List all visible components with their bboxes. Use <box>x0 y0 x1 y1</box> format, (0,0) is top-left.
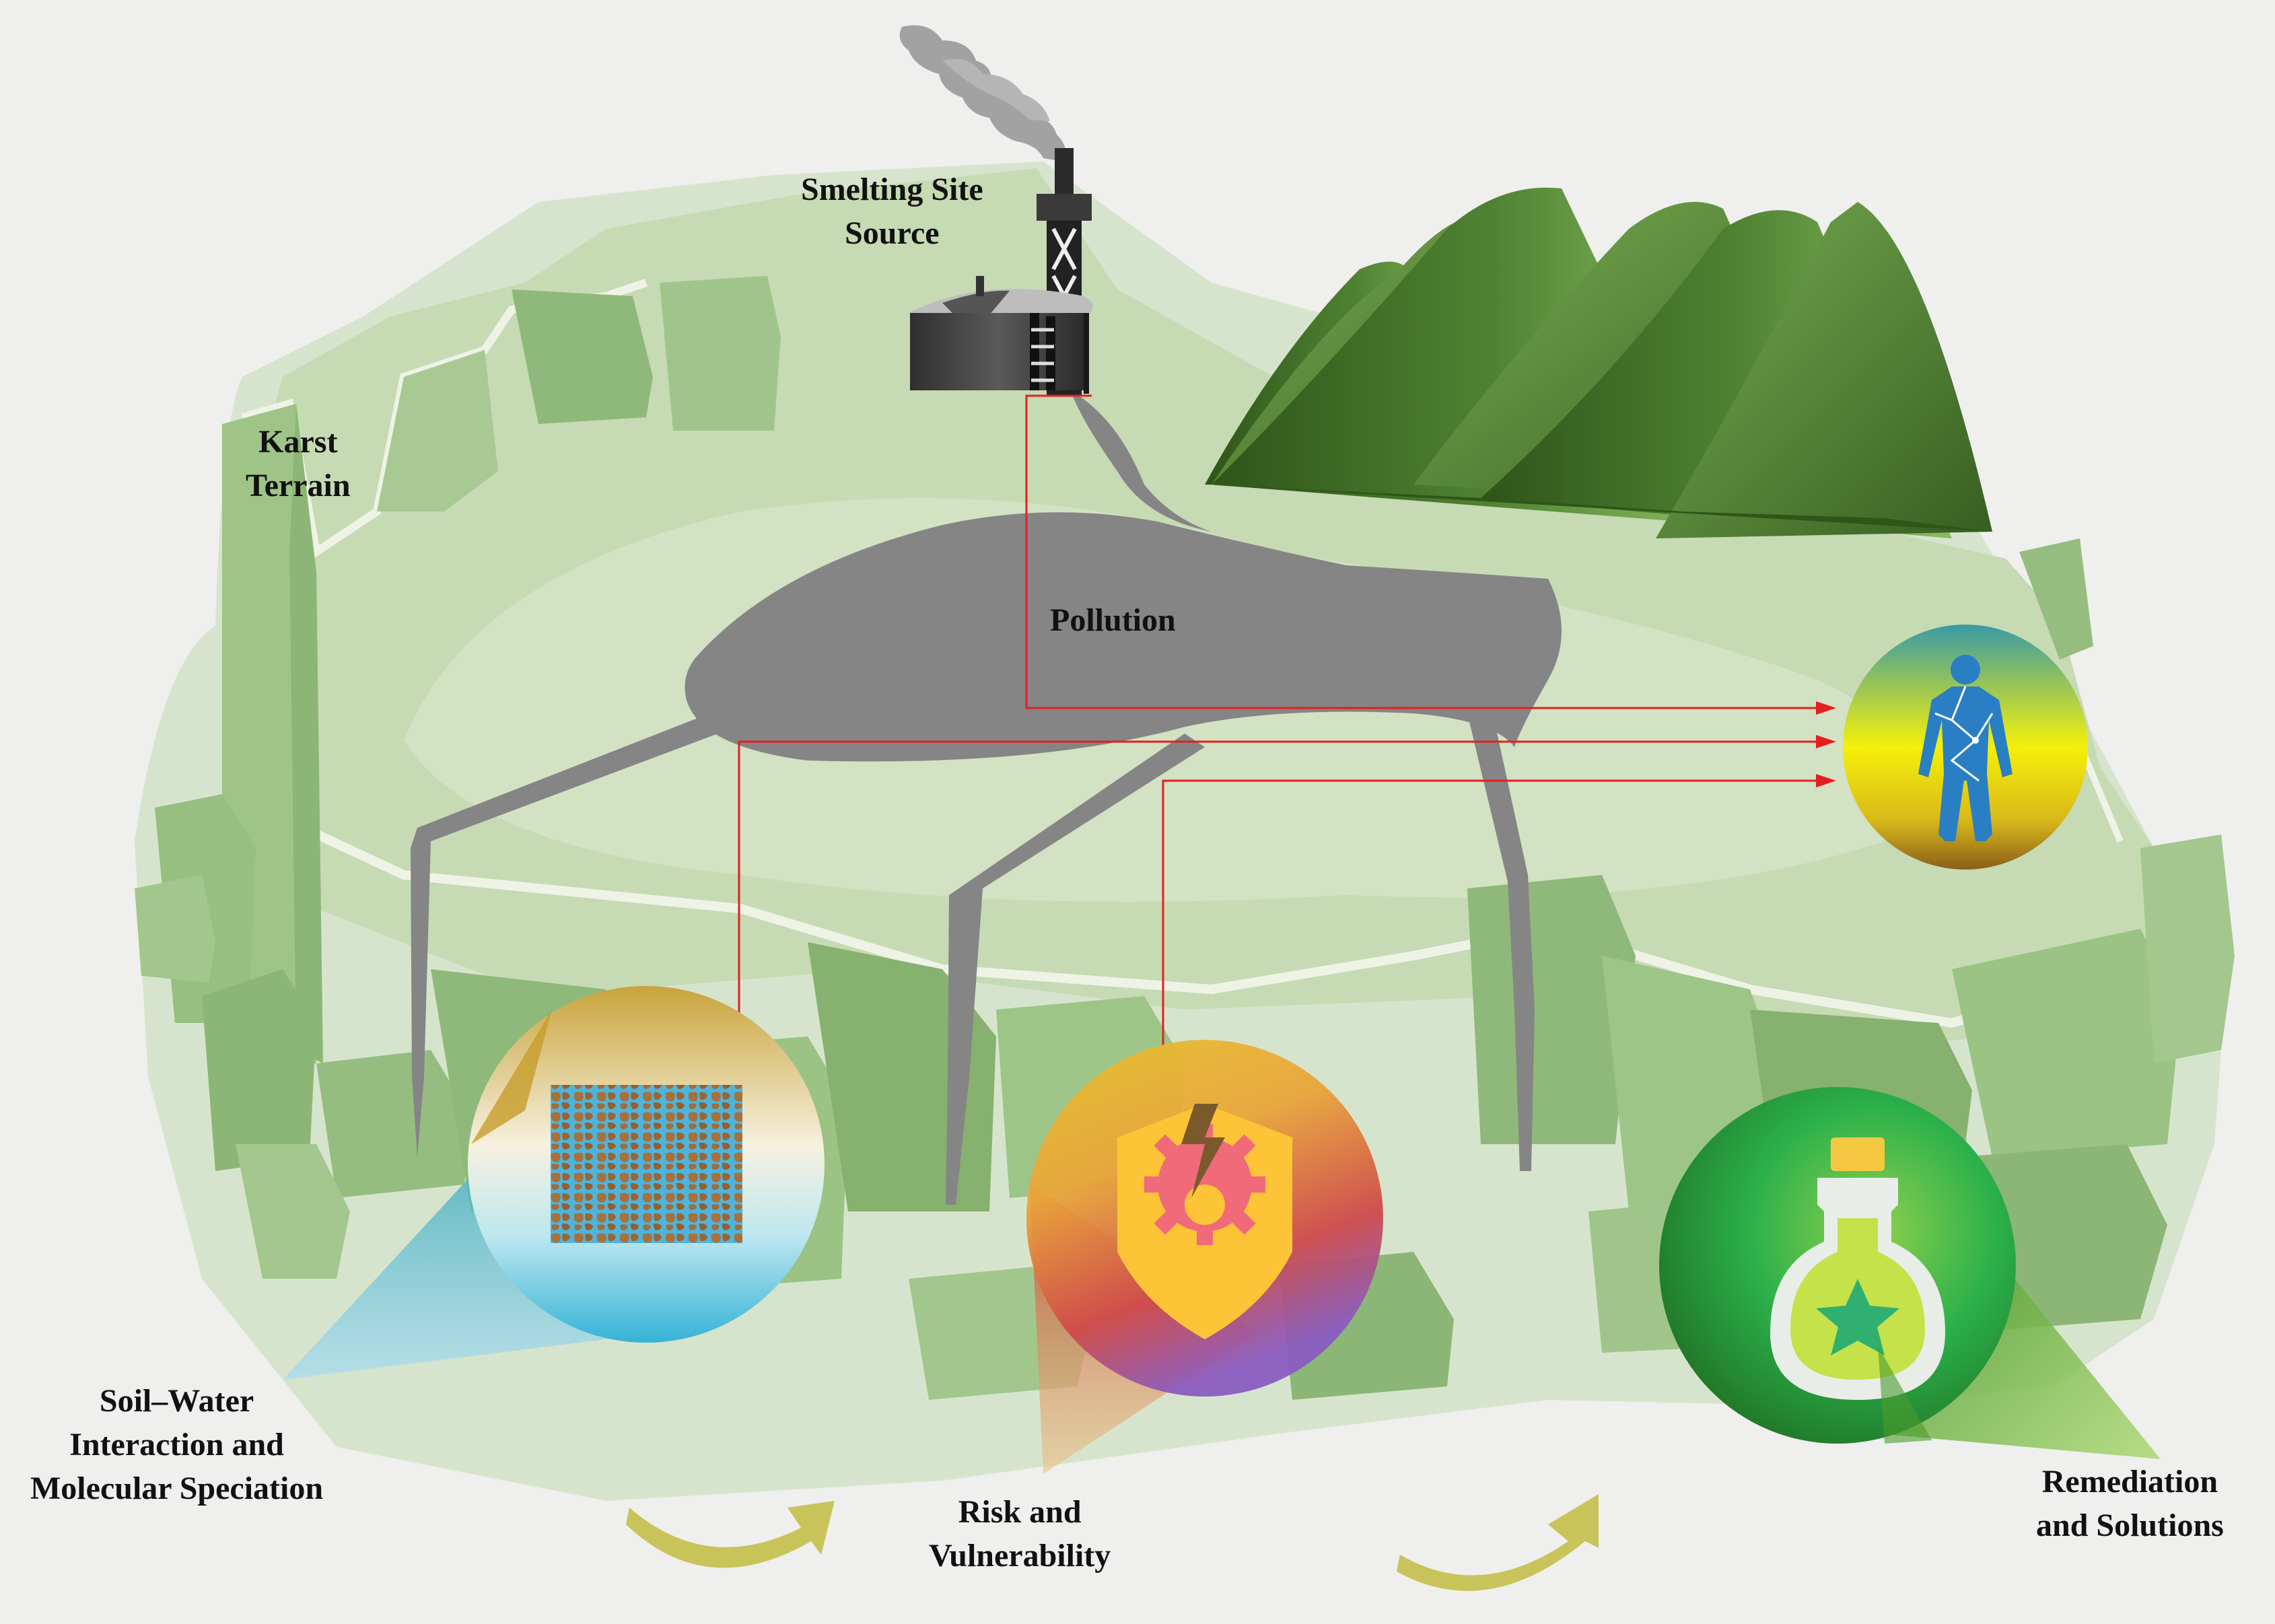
cliffs-left <box>135 276 781 1279</box>
terrain-edge-bottom <box>301 823 2156 1028</box>
pollution-branch-right <box>1467 713 1535 1171</box>
curved-arrow-1 <box>626 1501 835 1568</box>
potion-flask-icon <box>1770 1137 1945 1400</box>
pollution <box>411 390 1562 1205</box>
arrow-soil-to-human <box>738 740 1817 1016</box>
risk-shield-gear-icon <box>1117 1104 1292 1339</box>
label-soil-water: Soil–Water Interaction and Molecular Spe… <box>30 1383 324 1506</box>
label-karst-terrain: Karst Terrain <box>246 424 351 503</box>
pollution-plume <box>1070 390 1212 532</box>
arrow-risk-to-human <box>1162 779 1817 1050</box>
soil-module <box>283 986 825 1380</box>
curved-arrow-2 <box>1397 1494 1599 1591</box>
label-risk: Risk and Vulnerability <box>929 1494 1111 1574</box>
mountains <box>1205 187 1992 538</box>
smelter-factory-icon <box>899 25 1093 396</box>
remedy-module <box>1659 1087 2161 1459</box>
red-arrows <box>738 394 1817 1050</box>
pollution-branch-middle <box>946 734 1205 1205</box>
human-body-icon <box>1843 625 2088 870</box>
curved-arrow-icon <box>626 1494 1599 1591</box>
label-remediation: Remediation and Solutions <box>2036 1464 2224 1543</box>
risk-module <box>1026 1040 1383 1474</box>
label-smelting-site: Smelting Site Source <box>801 172 983 251</box>
pollution-pool <box>685 512 1562 762</box>
smoke-cloud <box>899 25 1066 162</box>
label-pollution: Pollution <box>1050 602 1176 638</box>
arrow-smelter-to-human <box>1025 394 1817 709</box>
soil-texture-icon <box>551 1085 742 1243</box>
arrowheads <box>1816 701 1836 787</box>
